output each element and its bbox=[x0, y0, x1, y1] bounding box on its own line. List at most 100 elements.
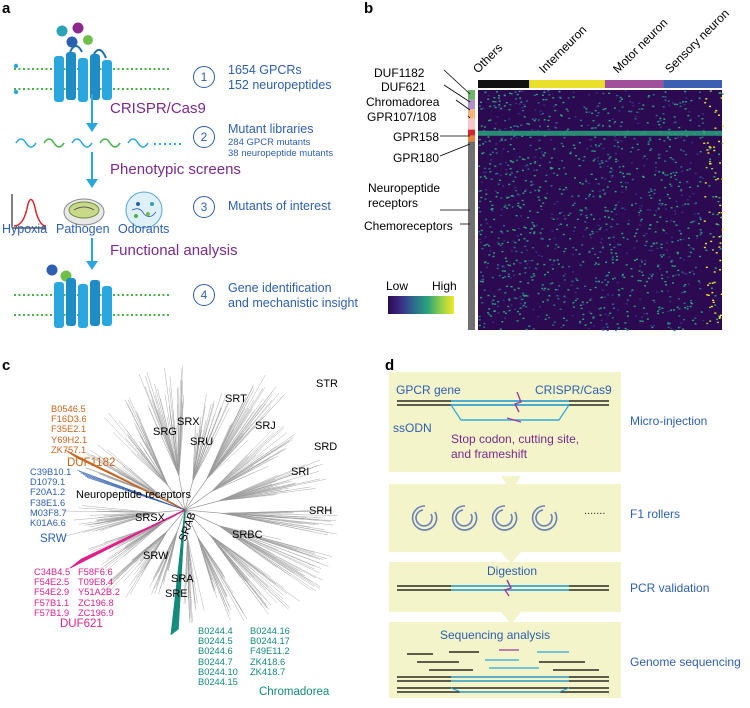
heatmap-cell bbox=[667, 100, 670, 102]
heatmap-cell bbox=[679, 102, 682, 104]
tree-branch bbox=[125, 429, 168, 486]
heatmap-cell bbox=[631, 178, 634, 181]
heatmap-cell bbox=[506, 230, 509, 232]
heatmap-cell bbox=[543, 263, 546, 266]
heatmap-cell bbox=[618, 289, 621, 291]
heatmap-cell bbox=[706, 142, 709, 144]
tree-branch bbox=[209, 534, 252, 579]
heatmap-cell bbox=[607, 216, 610, 219]
heatmap-cell bbox=[592, 195, 595, 198]
heatmap-cell bbox=[525, 100, 528, 102]
heatmap-cell bbox=[483, 322, 486, 325]
heatmap-cell bbox=[721, 211, 724, 214]
heatmap-cell bbox=[639, 197, 642, 199]
heatmap-cell bbox=[550, 217, 553, 219]
heatmap-cell bbox=[590, 297, 593, 300]
heatmap-cell bbox=[639, 207, 642, 210]
heatmap-cell bbox=[599, 143, 602, 145]
heatmap-cell bbox=[499, 328, 502, 330]
heatmap-cell bbox=[562, 145, 565, 147]
heatmap-cell bbox=[556, 295, 559, 297]
heatmap-cell bbox=[493, 252, 495, 254]
heatmap-cell bbox=[483, 289, 486, 291]
heatmap-cell bbox=[611, 176, 614, 178]
heatmap-cell bbox=[522, 317, 525, 320]
stop-codon-text-1: Stop codon, cutting site, bbox=[451, 432, 580, 446]
heatmap-cell bbox=[488, 168, 491, 170]
heatmap-cell bbox=[717, 223, 720, 226]
heatmap-cell bbox=[486, 222, 489, 225]
tree-branch bbox=[206, 411, 254, 480]
heatmap-cell bbox=[603, 307, 606, 309]
heatmap-cell bbox=[634, 202, 637, 205]
heatmap-cell bbox=[662, 106, 665, 108]
heatmap-cell bbox=[699, 137, 702, 139]
heatmap-cell bbox=[714, 312, 717, 314]
heatmap-cell bbox=[665, 284, 668, 286]
heatmap-cell bbox=[634, 118, 637, 120]
heatmap-cell bbox=[608, 271, 610, 274]
heatmap-cell bbox=[479, 296, 482, 299]
heatmap-cell bbox=[584, 229, 587, 231]
heatmap-cell bbox=[491, 204, 494, 207]
heatmap-cell bbox=[713, 149, 716, 152]
family-sre: SRE bbox=[165, 588, 188, 600]
heatmap-cell bbox=[643, 164, 646, 167]
heatmap-cell bbox=[643, 307, 645, 309]
heatmap-cell bbox=[483, 261, 486, 264]
heatmap-cell bbox=[624, 136, 627, 138]
heatmap-cell bbox=[660, 256, 663, 258]
heatmap-cell bbox=[718, 236, 721, 238]
heatmap-cell bbox=[537, 292, 540, 295]
heatmap-cell bbox=[652, 243, 655, 245]
heatmap-cell bbox=[642, 176, 645, 178]
heatmap-cell bbox=[494, 106, 497, 109]
heatmap-cell bbox=[543, 90, 546, 92]
step-3-line1: Mutants of interest bbox=[228, 199, 331, 213]
heatmap-cell bbox=[520, 124, 523, 126]
stop-codon-text-2: and frameshift bbox=[451, 447, 528, 461]
tree-branch bbox=[192, 420, 207, 482]
heatmap-cell bbox=[526, 123, 529, 125]
heatmap-cell bbox=[591, 230, 594, 233]
heatmap-cell bbox=[608, 120, 611, 122]
heatmap-cell bbox=[543, 119, 546, 121]
heatmap-cell bbox=[480, 108, 483, 110]
heatmap-cell bbox=[503, 225, 505, 227]
tree-branch bbox=[178, 411, 182, 476]
heatmap-cell bbox=[550, 139, 553, 141]
heatmap-cell bbox=[545, 98, 548, 101]
heatmap-cell bbox=[505, 102, 508, 104]
heatmap-cell bbox=[554, 109, 557, 112]
heatmap-cell bbox=[645, 232, 648, 235]
heatmap-cell bbox=[610, 249, 613, 251]
step-3-circle: 3 bbox=[193, 196, 215, 218]
heatmap-cell bbox=[523, 116, 526, 118]
heatmap-cell bbox=[611, 256, 614, 258]
heatmap-cell bbox=[714, 179, 717, 181]
heatmap-cell bbox=[502, 299, 505, 302]
tree-branch bbox=[222, 513, 283, 518]
heatmap-cell bbox=[514, 308, 516, 310]
heatmap-cell bbox=[604, 210, 607, 212]
heatmap-cell bbox=[512, 180, 515, 183]
heatmap-cell bbox=[609, 156, 612, 158]
heatmap-cell bbox=[531, 259, 534, 262]
heatmap-cell bbox=[657, 208, 660, 210]
heatmap-cell bbox=[658, 199, 661, 201]
heatmap-cell bbox=[531, 227, 533, 230]
row-label-duf621: DUF621 bbox=[381, 80, 426, 94]
heatmap-cell bbox=[482, 281, 484, 283]
heatmap-cell bbox=[699, 233, 702, 236]
heatmap-cell bbox=[556, 228, 559, 230]
heatmap-cell bbox=[533, 162, 536, 164]
heatmap-cell bbox=[516, 310, 519, 313]
heatmap-cell bbox=[693, 213, 696, 215]
microinjection-box bbox=[389, 372, 621, 472]
heatmap-cell bbox=[614, 190, 617, 193]
heatmap-cell bbox=[686, 305, 689, 308]
heatmap-cell bbox=[721, 142, 724, 145]
heatmap-cell bbox=[529, 163, 532, 165]
tree-branch bbox=[206, 424, 233, 480]
heatmap-cell bbox=[700, 311, 703, 313]
